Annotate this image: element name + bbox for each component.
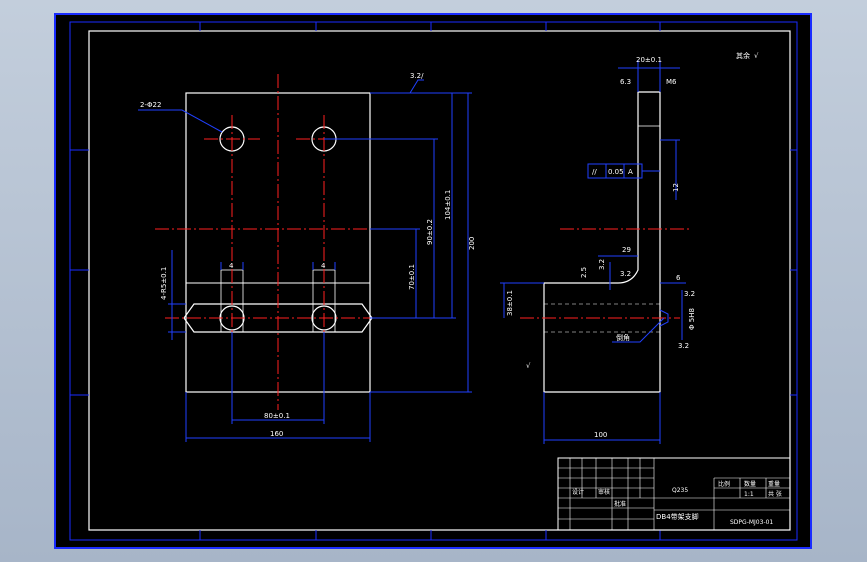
dim-38: 38±0.1 bbox=[506, 290, 514, 316]
dim-slot-a: 4 bbox=[229, 262, 234, 270]
tb-material: Q235 bbox=[672, 487, 688, 494]
dim-104: 104±0.1 bbox=[444, 190, 452, 220]
side-roughness-mark: √ bbox=[526, 362, 531, 370]
zone-ticks bbox=[70, 22, 797, 540]
tb-title: DB4带架支脚 bbox=[656, 512, 699, 521]
parallel-symbol: // bbox=[592, 168, 597, 176]
dim-200: 200 bbox=[468, 237, 476, 250]
datum-letter: A bbox=[628, 168, 633, 176]
dim-3-2: 3.2 bbox=[598, 259, 606, 270]
side-view: 20±0.1 6.3 M6 // 0.05 A 12 29 2.5 3.2 3.… bbox=[500, 51, 759, 444]
dim-2-5: 2.5 bbox=[580, 267, 588, 278]
dim-160: 160 bbox=[270, 430, 283, 438]
top-roughness: 3.2/ bbox=[410, 72, 424, 80]
dim-90: 90±0.2 bbox=[426, 219, 434, 245]
tb-approve: 批准 bbox=[614, 500, 626, 508]
dim-m: M6 bbox=[666, 78, 677, 86]
dim-stack: 3.2 bbox=[684, 290, 695, 298]
chamfer-note: 倒角 bbox=[616, 333, 630, 342]
dim-parallel: 0.05 bbox=[608, 168, 624, 176]
title-block-frame bbox=[557, 457, 791, 531]
corner-note: 其余 bbox=[736, 51, 750, 60]
hole-callout: 2-Φ22 bbox=[140, 101, 161, 109]
dim-slot-b: 4 bbox=[321, 262, 326, 270]
corner-roughness-mark: √ bbox=[754, 52, 759, 60]
dim-29: 29 bbox=[622, 246, 631, 254]
title-block: Q235 DB4带架支脚 SDPG-MJ03-01 比例 数量 重量 1:1 共… bbox=[557, 457, 791, 531]
dim-6-3: 6.3 bbox=[620, 78, 631, 86]
tb-check: 审核 bbox=[598, 488, 610, 496]
dim-r: 3.2 bbox=[620, 270, 631, 278]
dim-100: 100 bbox=[594, 431, 607, 439]
dim-20: 20±0.1 bbox=[636, 56, 662, 64]
tb-scale: 1:1 bbox=[744, 491, 754, 498]
side-outline bbox=[543, 91, 661, 393]
dim-12: 12 bbox=[672, 183, 680, 192]
side-centerlines bbox=[520, 228, 690, 319]
side-dimension-lines bbox=[500, 60, 686, 444]
dim-slot-width: 4-R5±0.1 bbox=[160, 267, 168, 300]
weld-mark: 3.2 bbox=[678, 342, 689, 350]
tb-drawing-no: SDPG-MJ03-01 bbox=[730, 519, 773, 526]
dim-6: 6 bbox=[676, 274, 681, 282]
dim-stack-vertical: Φ 5H8 bbox=[688, 308, 696, 330]
tb-weight-label: 重量 bbox=[768, 480, 780, 488]
outer-frame bbox=[69, 21, 798, 541]
drawing-border bbox=[88, 30, 791, 531]
tb-design: 设计 bbox=[572, 488, 584, 496]
front-view: 2-Φ22 3.2/ 200 104±0.1 90±0.2 70±0.1 80±… bbox=[138, 72, 476, 442]
title-block-grid bbox=[558, 458, 790, 530]
tb-qty-label: 数量 bbox=[744, 480, 756, 488]
front-dimension-lines bbox=[138, 79, 472, 442]
tb-scale-label: 比例 bbox=[718, 480, 730, 488]
dim-80: 80±0.1 bbox=[264, 412, 290, 420]
dim-70: 70±0.1 bbox=[408, 264, 416, 290]
sheet-background bbox=[54, 13, 812, 549]
tb-sheet-label: 共 张 bbox=[768, 490, 782, 498]
